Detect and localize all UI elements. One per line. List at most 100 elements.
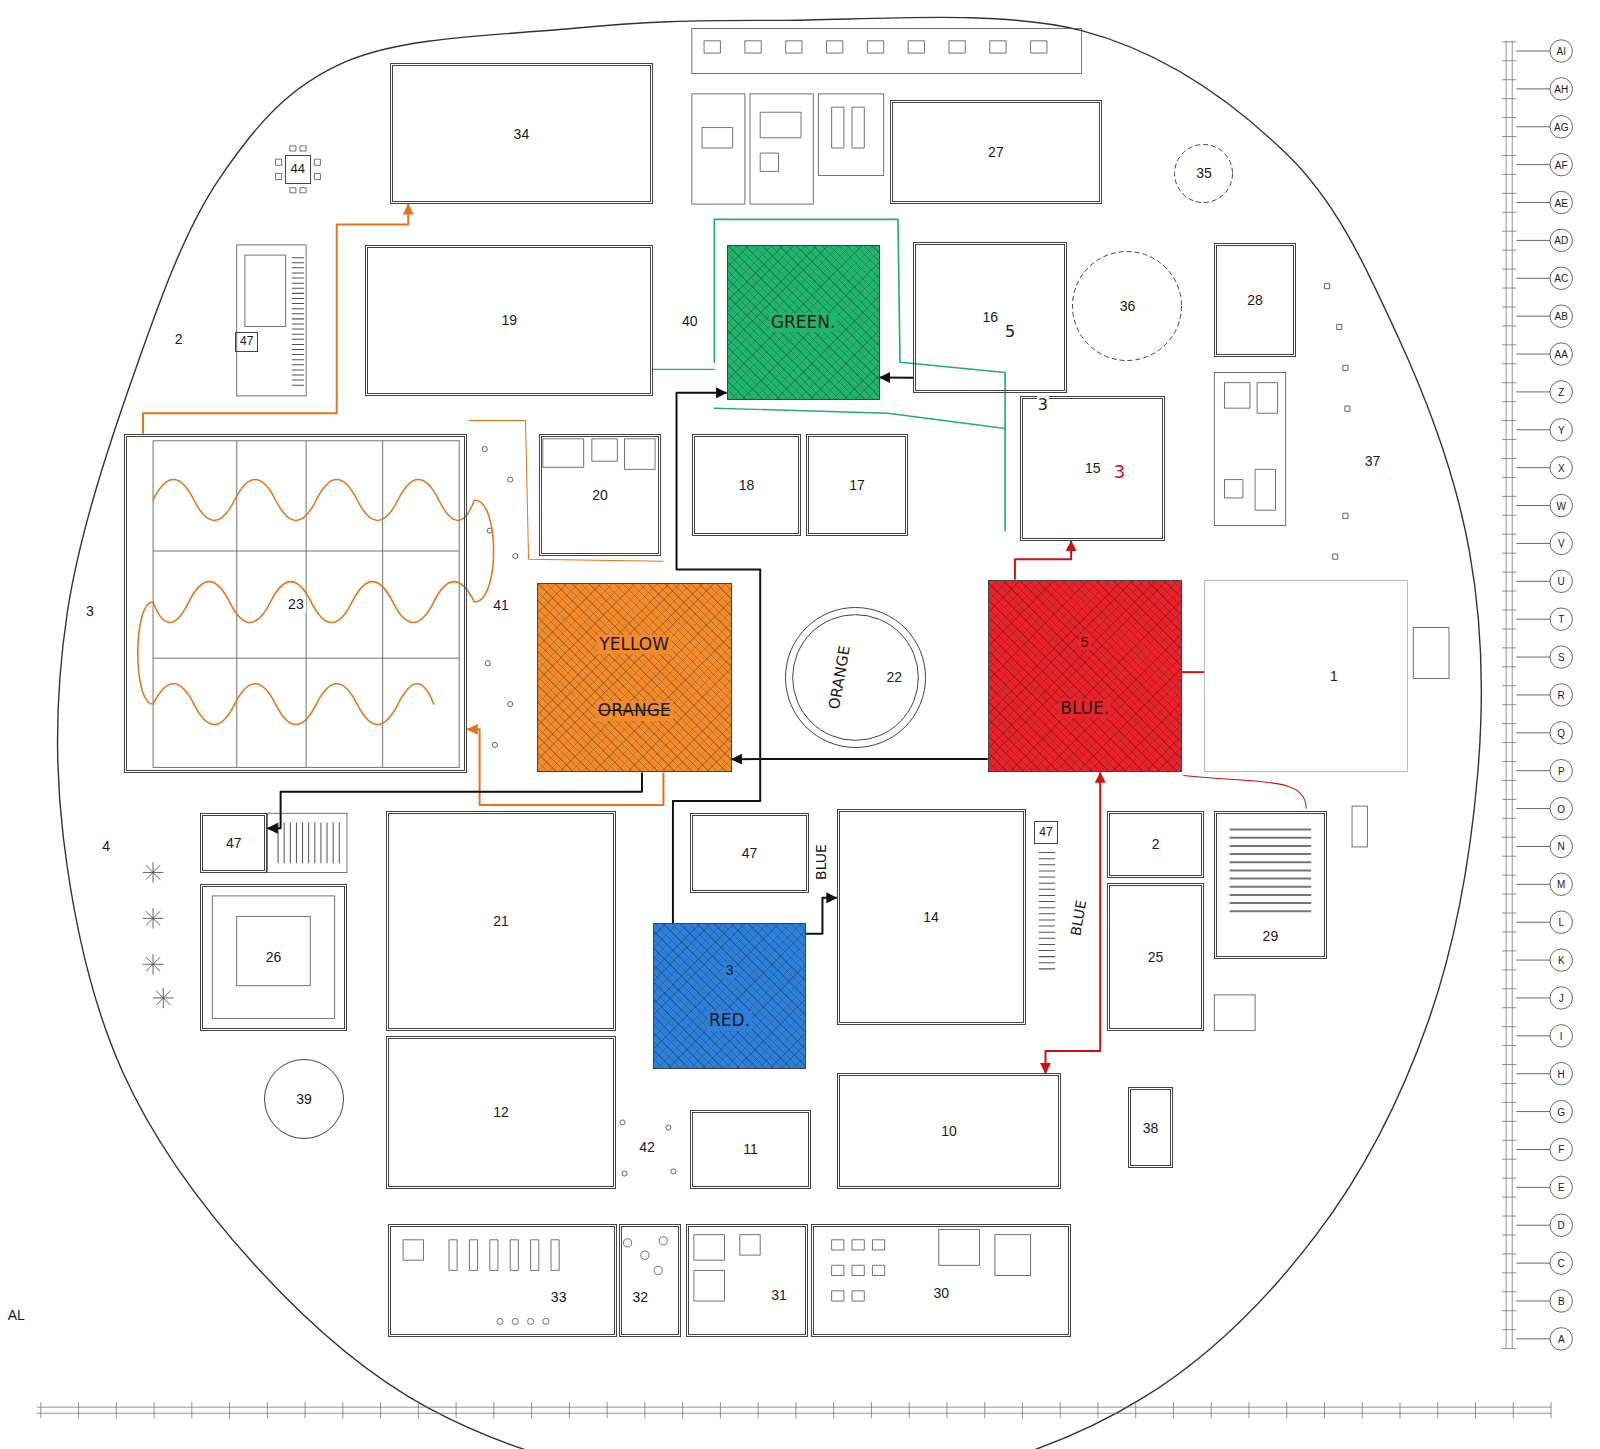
room-box: 29 (1214, 811, 1326, 959)
scale-ruler (1502, 117, 1516, 118)
grid-axis-label: AG (1553, 121, 1569, 132)
tree-symbol (153, 988, 173, 1008)
scale-ruler (1502, 477, 1516, 478)
scale-ruler (1502, 1216, 1516, 1217)
scale-ruler (1502, 1159, 1516, 1160)
scale-ruler (1502, 799, 1516, 800)
furniture (543, 439, 655, 470)
area-number: 37 (1364, 455, 1382, 470)
room-number: 47 (740, 845, 760, 861)
grid-bubble (1516, 808, 1550, 809)
scale-ruler (1502, 458, 1516, 459)
scale-ruler (1551, 1402, 1552, 1418)
scale-ruler (418, 1402, 419, 1418)
area-number: 3 (85, 605, 95, 620)
grid-axis-label: AA (1554, 349, 1569, 360)
zone-label: RED. (707, 1011, 752, 1031)
scale-ruler (1400, 1402, 1401, 1418)
scale-ruler (1502, 306, 1516, 307)
furniture (659, 1237, 667, 1245)
grid-bubble (1550, 267, 1572, 289)
circle-outline (784, 606, 927, 749)
scale-ruler (607, 1402, 608, 1418)
scale-ruler (1502, 212, 1516, 213)
tree-symbol (492, 742, 497, 747)
scale-ruler (1502, 969, 1516, 970)
scale-ruler (1502, 1310, 1516, 1311)
scale-ruler (1502, 553, 1516, 554)
scale-ruler (1502, 515, 1516, 516)
scale-ruler (1502, 931, 1516, 932)
grid-bubble (1516, 770, 1550, 771)
grid-axis-label: J (1558, 992, 1565, 1003)
scale-ruler (1502, 875, 1516, 876)
furniture (267, 813, 347, 872)
tree-symbol (143, 862, 163, 882)
scale-ruler (1324, 1402, 1325, 1418)
scale-ruler (1502, 591, 1516, 592)
grid-bubble (1516, 732, 1550, 733)
grid-bubble (1516, 1225, 1550, 1226)
grid-axis-label: C (1557, 1258, 1566, 1269)
room-number: 47 (238, 335, 255, 349)
grid-bubble (1516, 202, 1550, 203)
grid-bubble (1550, 229, 1572, 251)
room-number: 47 (224, 835, 244, 851)
scale-ruler (758, 1402, 759, 1418)
grid-axis-label: W (1555, 500, 1566, 511)
area-number: 5 (1004, 323, 1016, 341)
scale-ruler (342, 1402, 343, 1418)
grid-bubble (1516, 1338, 1550, 1339)
room-box: 16 (913, 242, 1067, 393)
scale-ruler (1502, 950, 1516, 951)
grid-bubble (1550, 646, 1572, 668)
scale-ruler (1135, 1402, 1136, 1418)
furniture (818, 94, 883, 176)
furniture (1224, 383, 1277, 511)
scale-ruler (1502, 818, 1516, 819)
grid-bubble (1550, 419, 1572, 441)
circle-outline (1175, 144, 1233, 202)
scale-ruler (1502, 1178, 1516, 1179)
grid-bubble (1550, 343, 1572, 365)
room-number: 34 (512, 126, 532, 142)
area-number: 2 (174, 332, 184, 347)
room-number: 36 (1118, 298, 1138, 314)
grid-axis-label: AB (1554, 311, 1569, 322)
grid-axis-label: Y (1557, 424, 1566, 435)
scale-ruler (1502, 1102, 1516, 1103)
grid-axis-label: AI (1555, 46, 1566, 57)
furniture (1214, 995, 1255, 1031)
route-sketch (1184, 776, 1306, 809)
route-label: BLUE (1068, 898, 1090, 938)
grid-axis-label: A (1557, 1333, 1566, 1344)
furniture (939, 1230, 980, 1266)
furniture (403, 1240, 559, 1271)
scale-ruler (1437, 1402, 1438, 1418)
route-arrow (1046, 772, 1101, 1073)
grid-bubble (1550, 1214, 1572, 1236)
scale-ruler (1502, 666, 1516, 667)
grid-bubble (1550, 494, 1572, 516)
tree-symbol (622, 1171, 627, 1176)
scale-ruler (1502, 325, 1516, 326)
room-box: 10 (837, 1073, 1061, 1188)
grid-bubble (1516, 40, 1572, 1350)
circle-outline (265, 1060, 344, 1139)
scale-ruler (946, 1402, 947, 1418)
room-number: 17 (847, 477, 867, 493)
grid-bubble (1550, 1252, 1572, 1274)
scale-ruler (1211, 1402, 1212, 1418)
grid-bubble (1550, 835, 1572, 857)
room-number: 21 (491, 913, 511, 929)
grid-bubble (1516, 278, 1550, 279)
scale-ruler (720, 1402, 721, 1418)
route-sketch (138, 219, 1306, 808)
grid-axis-label: AE (1554, 197, 1569, 208)
scale-ruler (1502, 250, 1516, 251)
grid-axis-label: AD (1553, 235, 1569, 246)
scale-ruler (380, 1402, 381, 1418)
area-number: AL (7, 1309, 26, 1324)
circular-space: 39 (263, 1058, 345, 1140)
circular-space: 35 (1173, 143, 1234, 204)
